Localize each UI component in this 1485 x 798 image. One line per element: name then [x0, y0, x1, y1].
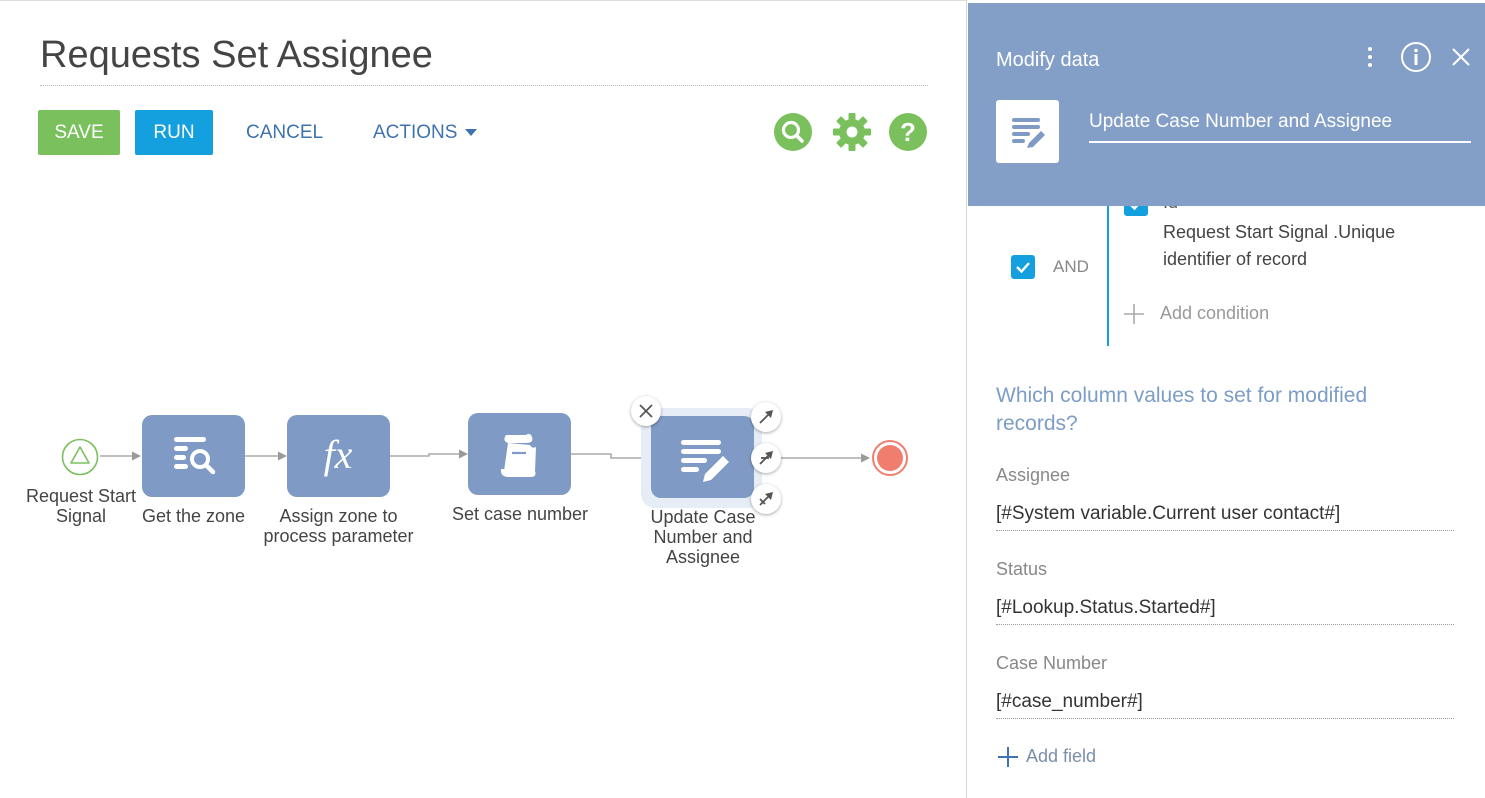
node-label-line: Number and: [653, 527, 753, 547]
conditional-flow-icon: [759, 451, 773, 465]
modify-data-icon: [1012, 118, 1045, 148]
help-icon[interactable]: ?: [888, 112, 928, 152]
node-label-set-case-number: Set case number: [451, 504, 589, 524]
svg-text:?: ?: [900, 117, 916, 147]
add-field-link[interactable]: Add field: [1026, 746, 1097, 766]
condition-value[interactable]: Request Start Signal .Unique identifier …: [1163, 219, 1395, 273]
node-label-start: Request Start Signal: [22, 486, 140, 526]
field-label-assignee: Assignee: [996, 465, 1071, 485]
start-signal-event[interactable]: [61, 438, 99, 476]
add-sequence-flow-button[interactable]: [751, 402, 781, 432]
page-title: Requests Set Assignee: [40, 34, 433, 76]
default-flow-icon: [759, 492, 773, 506]
actions-label: ACTIONS: [373, 122, 458, 143]
node-assign-zone[interactable]: fx: [287, 415, 390, 497]
run-button[interactable]: RUN: [135, 110, 213, 155]
group-checkbox[interactable]: [1011, 255, 1035, 279]
node-label-line: Update Case: [650, 507, 756, 527]
node-label-line: process parameter: [263, 526, 414, 546]
close-panel-icon[interactable]: [1449, 45, 1473, 69]
condition-group-line: [1107, 200, 1109, 346]
delete-node-button[interactable]: [631, 396, 661, 426]
field-value-assignee[interactable]: [#System variable.Current user contact#]: [996, 500, 1454, 531]
add-condition-plus-icon[interactable]: [1123, 303, 1145, 325]
field-value-case-number[interactable]: [#case_number#]: [996, 688, 1454, 719]
arrow-flow-icon: [759, 410, 773, 424]
element-name-input[interactable]: Update Case Number and Assignee: [1089, 107, 1471, 143]
terminate-event[interactable]: [871, 439, 909, 477]
read-data-icon: [174, 437, 216, 475]
node-label-get-the-zone: Get the zone: [141, 506, 246, 526]
field-label-status: Status: [996, 559, 1048, 579]
add-default-flow-button[interactable]: [751, 484, 781, 514]
top-border: [0, 0, 966, 1]
condition-value-line: Request Start Signal .Unique: [1163, 222, 1396, 242]
node-label-line: Signal: [55, 506, 107, 526]
actions-menu-button[interactable]: ACTIONS: [373, 110, 488, 155]
node-label-line: Request Start: [25, 486, 137, 506]
group-operator[interactable]: AND: [1053, 257, 1089, 276]
search-icon[interactable]: [773, 112, 813, 152]
save-button[interactable]: SAVE: [38, 110, 120, 155]
add-condition-link[interactable]: Add condition: [1160, 303, 1270, 323]
modify-data-icon: [681, 440, 729, 482]
add-field-plus-icon[interactable]: [997, 746, 1019, 768]
cancel-button[interactable]: CANCEL: [246, 122, 324, 143]
more-vertical-icon[interactable]: [1362, 43, 1378, 73]
formula-icon: fx: [324, 432, 353, 477]
svg-text:fx: fx: [324, 432, 353, 477]
section-title: Which column values to set for modified …: [996, 384, 1368, 435]
field-value-status[interactable]: [#Lookup.Status.Started#]: [996, 594, 1454, 625]
caret-down-icon: [465, 129, 478, 137]
script-icon: [500, 433, 536, 477]
node-set-case-number[interactable]: [468, 413, 571, 495]
add-conditional-flow-button[interactable]: [751, 443, 781, 473]
title-underline: [40, 85, 928, 86]
node-label-assign-zone: Assign zone to process parameter: [248, 506, 429, 546]
node-update-case-number[interactable]: [651, 416, 754, 498]
element-type-tile: [996, 100, 1059, 163]
node-label-line: Assign zone to: [279, 506, 398, 526]
end-circle-icon: [872, 440, 908, 476]
triangle-signal-icon: [61, 438, 99, 476]
close-icon: [639, 404, 653, 418]
gear-icon[interactable]: [832, 112, 872, 152]
node-get-the-zone[interactable]: [142, 415, 245, 497]
node-label-line: Assignee: [665, 547, 741, 567]
panel-header: Modify data Update Case Number and Assig…: [968, 3, 1485, 206]
field-label-case-number: Case Number: [996, 653, 1108, 673]
condition-value-line: identifier of record: [1163, 249, 1308, 269]
diagram-connectors: [100, 449, 870, 463]
info-icon[interactable]: [1400, 41, 1432, 73]
node-label-update-case: Update Case Number and Assignee: [633, 507, 773, 567]
panel-title: Modify data: [996, 49, 1100, 71]
